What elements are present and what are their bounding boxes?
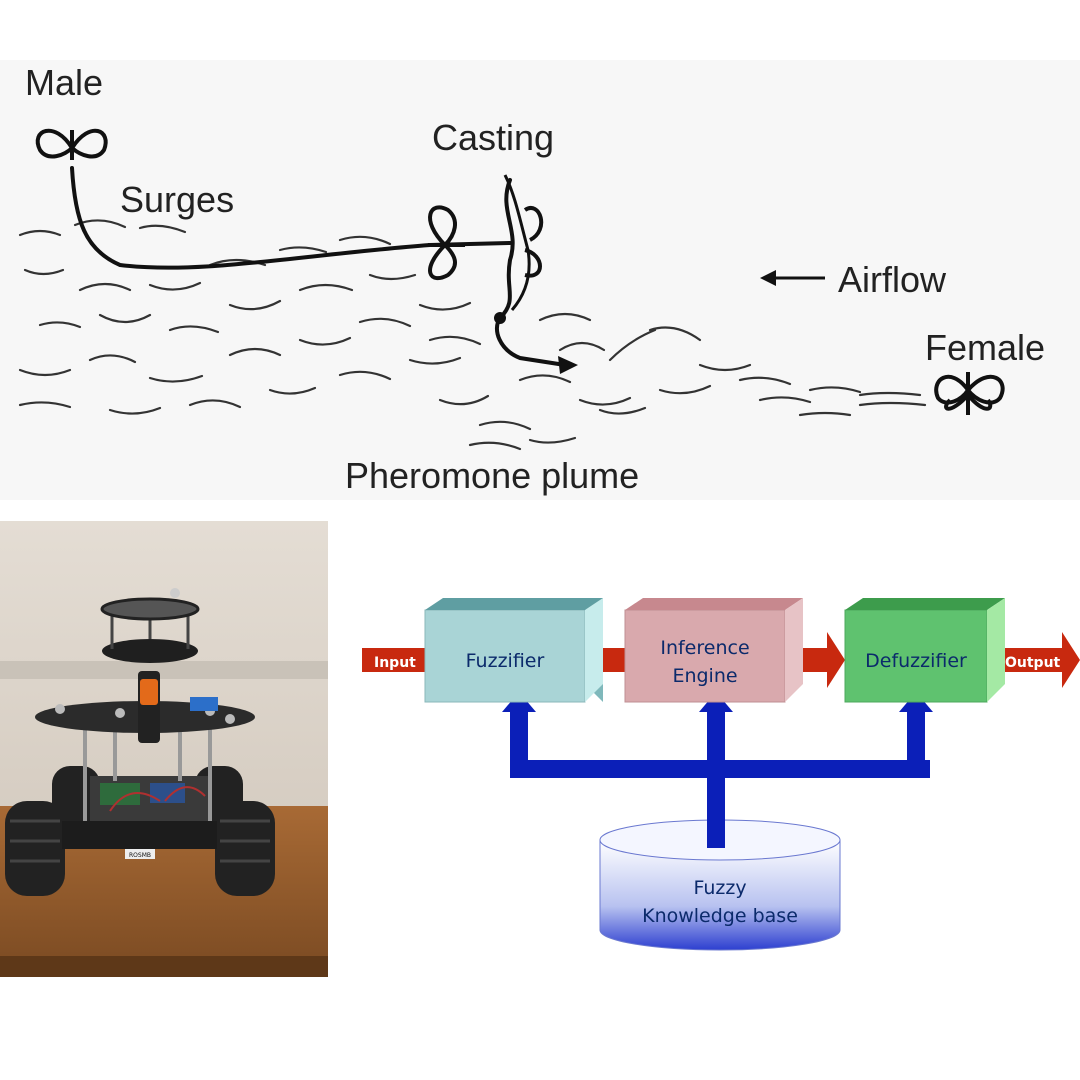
defuzzifier-block [844, 598, 1005, 703]
casting-arrowhead [558, 356, 578, 374]
anemometer-base [102, 639, 198, 663]
output-arrow-icon [995, 632, 1080, 688]
surge-flight-path [70, 166, 512, 270]
plume-dashes [18, 219, 927, 451]
robot-illustration: ROSMB [0, 521, 328, 977]
pheromone-plume-diagram: Male Surges Casting Airflow Female Phero… [0, 60, 1080, 500]
kb-label-line2: Knowledge base [642, 905, 798, 927]
casting-moth-icon [428, 205, 544, 281]
label-male: Male [25, 62, 103, 103]
robot-label-plate: ROSMB [129, 852, 151, 859]
turn-point [494, 312, 506, 324]
airflow-arrow-icon [760, 270, 825, 286]
male-moth-icon [35, 128, 108, 160]
fuzzy-logic-diagram: Input Output Fuzzifier Inference Engine … [340, 560, 1080, 980]
inference-label-line2: Engine [672, 665, 737, 687]
robot-chassis [62, 821, 217, 849]
anemometer-top [100, 597, 200, 621]
label-casting: Casting [432, 117, 554, 158]
label-female: Female [925, 327, 1045, 368]
fuzzy-system-svg: Input Output Fuzzifier Inference Engine … [362, 598, 1080, 951]
inference-label-line1: Inference [660, 637, 749, 659]
label-pheromone-plume: Pheromone plume [345, 455, 639, 496]
robot-photo: ROSMB [0, 521, 328, 977]
arrow-inference-to-defuzzifier [795, 632, 845, 688]
defuzzifier-label: Defuzzifier [865, 650, 967, 672]
fuzzifier-block [424, 598, 603, 703]
input-label: Input [374, 655, 416, 671]
inference-engine-block [624, 598, 803, 703]
output-label: Output [1005, 655, 1061, 671]
label-surges: Surges [120, 179, 234, 220]
label-airflow: Airflow [838, 259, 947, 300]
female-moth-icon [934, 372, 1005, 415]
fuzzifier-label: Fuzzifier [466, 650, 545, 672]
input-arrow-icon [362, 632, 444, 688]
knowledge-base-cylinder [599, 819, 841, 951]
wall-rail [0, 661, 328, 679]
plume-sketch: Male Surges Casting Airflow Female Phero… [18, 62, 1045, 496]
casting-path [494, 178, 567, 367]
kb-label-line1: Fuzzy [693, 877, 746, 899]
